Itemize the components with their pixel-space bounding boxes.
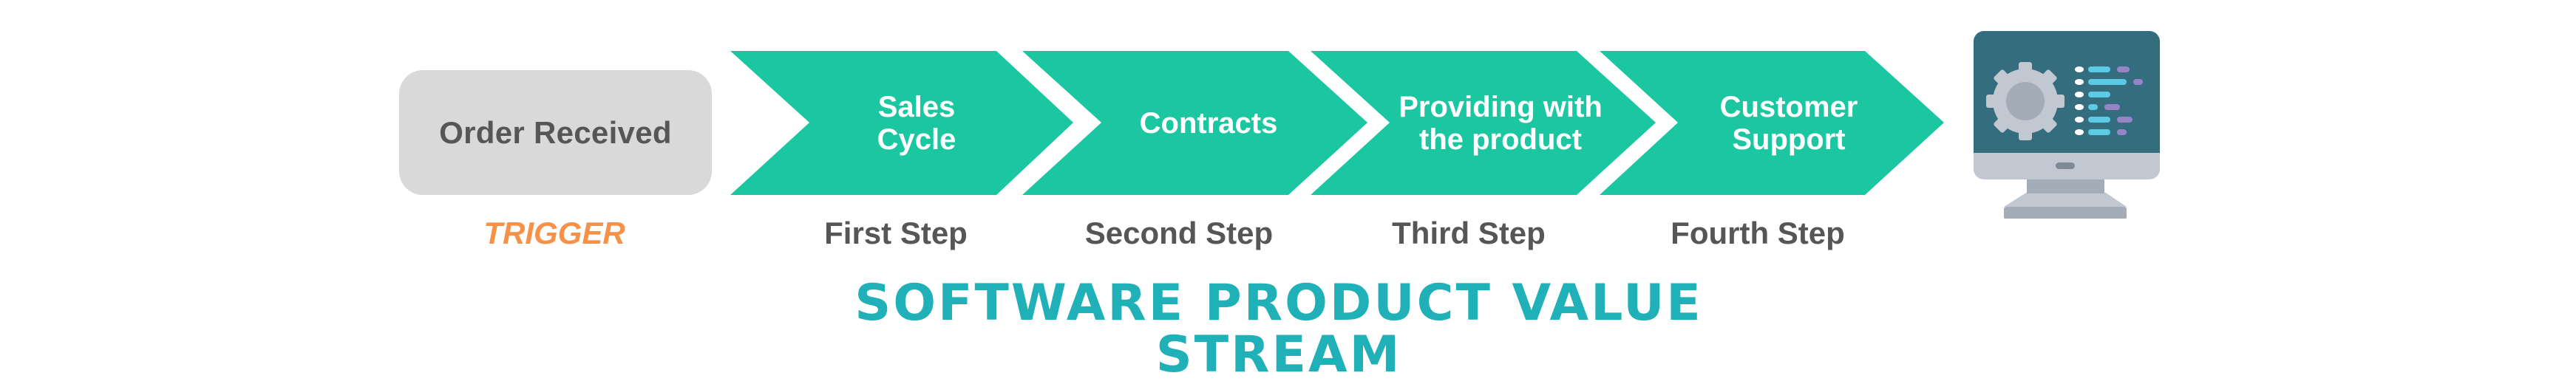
chevron-step-3 — [1311, 51, 1656, 195]
chevron-step-1 — [730, 51, 1073, 195]
monitor-gear-code-icon — [1974, 31, 2160, 219]
step-3-label: Providing with the product — [1399, 90, 1603, 156]
value-stream-chevrons — [730, 51, 1944, 195]
diagram-title: SOFTWARE PRODUCT VALUE STREAM — [854, 274, 1703, 384]
step-4-label: Customer Support — [1719, 90, 1858, 156]
step-2-caption: Second Step — [1084, 216, 1274, 250]
trigger-caption: TRIGGER — [483, 216, 625, 250]
step-2-label: Contracts — [1139, 106, 1278, 140]
step-3-caption: Third Step — [1392, 216, 1546, 250]
trigger-box: Order Received — [399, 70, 712, 195]
step-1-label: Sales Cycle — [877, 90, 956, 156]
step-4-caption: Fourth Step — [1671, 216, 1845, 250]
chevron-step-2 — [1022, 51, 1367, 195]
step-1-caption: First Step — [824, 216, 968, 250]
trigger-box-label: Order Received — [439, 114, 672, 150]
chevron-step-4 — [1600, 51, 1944, 195]
